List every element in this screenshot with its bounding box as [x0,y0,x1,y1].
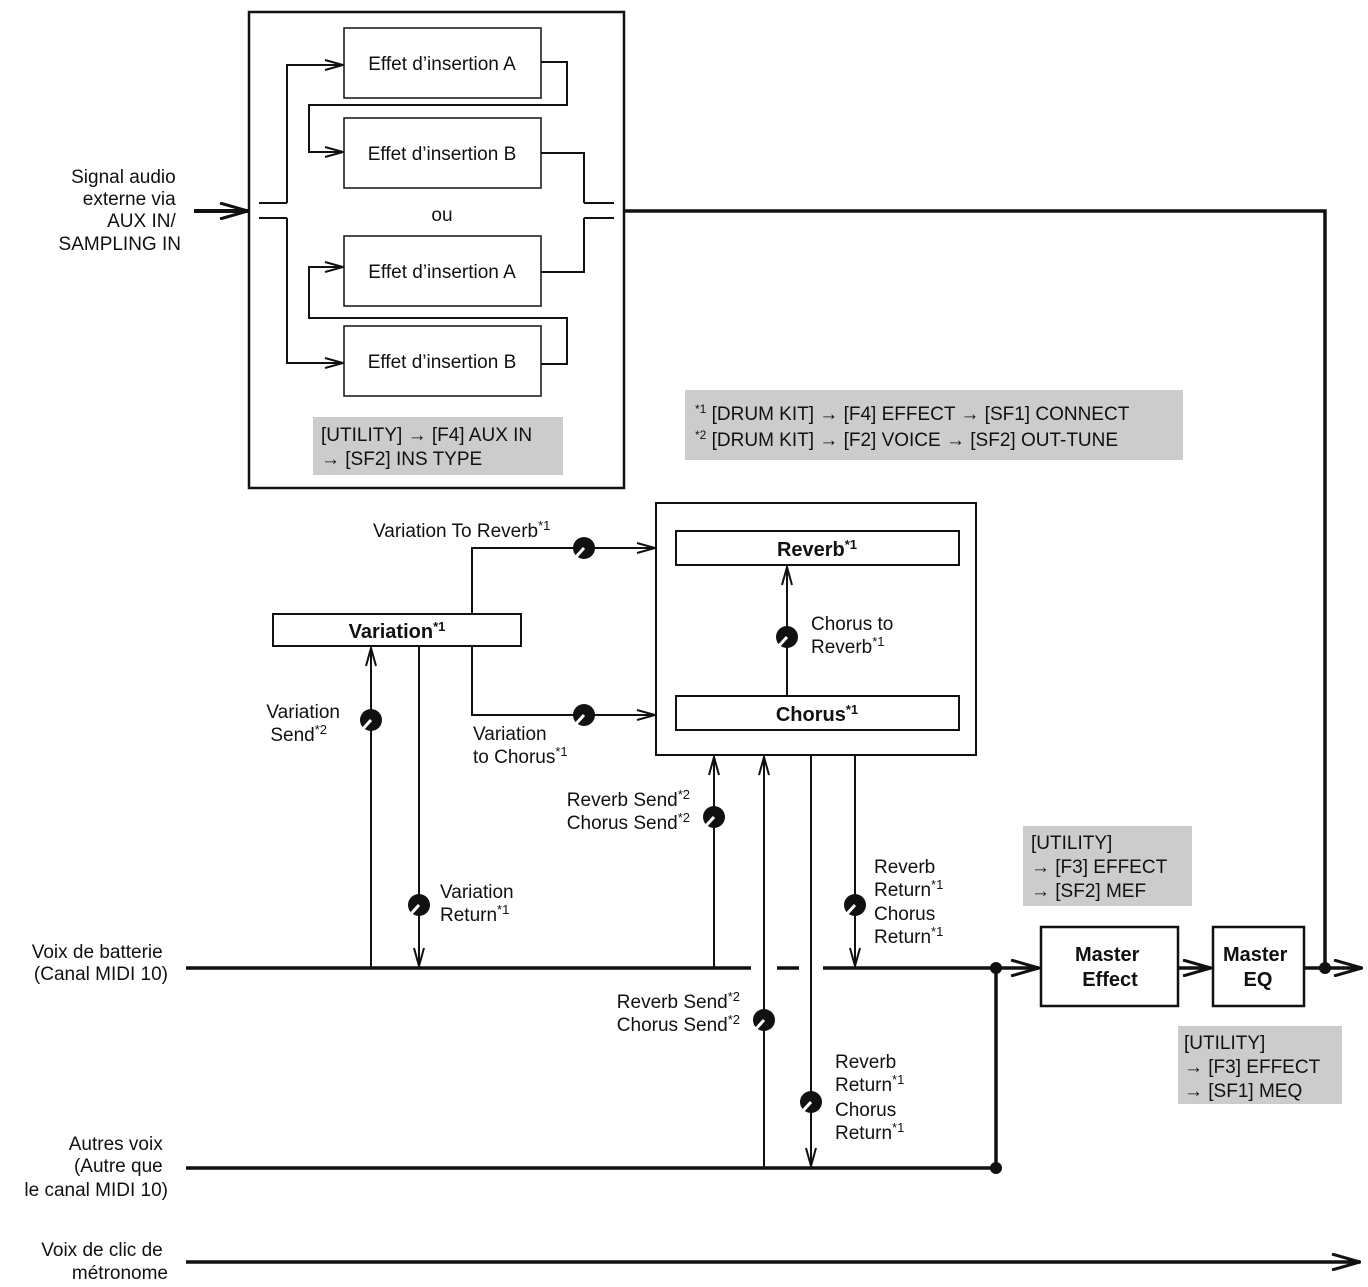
svg-text:Effet d’insertion A: Effet d’insertion A [368,262,516,283]
aux-output-line [624,209,1327,968]
master-effect-box: Master Effect [1039,925,1180,1008]
aux-input-label: Signal audio externe via AUX IN/ SAMPLIN… [59,167,181,255]
drum-return-label-4: Return*1 [874,924,943,948]
variation-to-chorus-line [471,646,655,715]
knob-drum-send[interactable] [702,806,725,830]
chorus-to-reverb-label-2: Reverb*1 [811,634,885,658]
svg-text:*1 [DRUM KIT] → [F4] EFFECT →: *1 [DRUM KIT] → [F4] EFFECT → [SF1] CONN… [695,402,1130,425]
svg-text:[UTILITY] → [F4] AUX IN: [UTILITY] → [F4] AUX IN → [SF2] INS TYPE [321,425,537,470]
variation-to-chorus-label: Variation [473,724,547,745]
drum-chorus-send-label: Chorus Send*2 [567,810,690,834]
insertion-effect-a-box-1: Effet d’insertion A [343,27,542,99]
variation-send-label-2: Send*2 [270,722,327,746]
other-chorus-send-label: Chorus Send*2 [617,1012,740,1036]
knob-chorus-to-reverb[interactable] [775,626,798,650]
svg-text:Master Effect: Master Effect [1075,944,1145,991]
metronome-click-label: Voix de clic de métronome [41,1240,168,1284]
junction-dot-output [1319,962,1331,974]
knob-variation-return[interactable] [407,894,430,918]
master-effect-note: [UTILITY] → [F3] EFFECT → [SF2] MEF [1023,826,1192,906]
knob-variation-to-chorus[interactable] [572,704,595,728]
svg-text:[UTILITY] → [F3] EFFECT: [UTILITY] → [F3] EFFECT → [SF2] MEF [1031,833,1172,902]
svg-text:Effet d’insertion B: Effet d’insertion B [368,144,517,165]
svg-text:[UTILITY] → [F3] EFFECT: [UTILITY] → [F3] EFFECT → [SF1] MEQ [1184,1033,1325,1102]
or-label: ou [431,205,452,226]
junction-dot-other [990,1162,1002,1174]
wire-to-ins-a-top [286,65,343,203]
drum-voice-label: Voix de batterie (Canal MIDI 10) [32,942,168,985]
other-return-label-3: Chorus [835,1100,896,1121]
insertion-effect-a-box-2: Effet d’insertion A [343,235,542,307]
insertion-effect-frame [247,10,626,490]
wire-to-ins-b-bottom [286,218,343,363]
master-eq-box: Master EQ [1211,925,1306,1008]
other-return-label-4: Return*1 [835,1120,904,1144]
chorus-box: Chorus*1 [675,695,960,731]
svg-text:Reverb*1: Reverb*1 [777,537,857,561]
svg-text:Effet d’insertion A: Effet d’insertion A [368,54,516,75]
insertion-effect-b-box-2: Effet d’insertion B [343,325,542,397]
knob-variation-send[interactable] [359,709,382,733]
wire-ins-a-to-b [308,61,568,152]
reverb-chorus-frame [655,502,977,756]
drum-return-label: Reverb [874,857,935,878]
chorus-to-reverb-label: Chorus to [811,614,893,635]
knob-drum-return[interactable] [843,894,866,918]
variation-return-label-2: Return*1 [440,902,509,926]
variation-send-label: Variation [266,702,340,723]
drum-return-label-3: Chorus [874,904,935,925]
svg-text:Master EQ: Master EQ [1223,944,1293,991]
wire-ins-b-out [541,152,585,203]
variation-to-reverb-line [471,548,655,614]
insertion-type-note: [UTILITY] → [F4] AUX IN → [SF2] INS TYPE [313,417,563,475]
footnotes-note: *1 [DRUM KIT] → [F4] EFFECT → [SF1] CONN… [685,390,1183,460]
knob-other-return[interactable] [799,1091,822,1115]
other-reverb-send-label: Reverb Send*2 [617,989,740,1013]
other-voices-label: Autres voix (Autre que le canal MIDI 10) [24,1134,168,1201]
wire-ins-b-to-a [308,267,568,365]
drum-return-label-2: Return*1 [874,877,943,901]
svg-text:Chorus*1: Chorus*1 [776,702,858,726]
drum-reverb-send-label: Reverb Send*2 [567,787,690,811]
variation-to-reverb-label: Variation To Reverb*1 [373,518,550,542]
variation-box: Variation*1 [272,613,522,647]
svg-text:*2 [DRUM KIT] → [F2] VOICE → [: *2 [DRUM KIT] → [F2] VOICE → [SF2] OUT-T… [695,428,1118,451]
variation-return-label: Variation [440,882,514,903]
other-return-label: Reverb [835,1052,896,1073]
master-eq-note: [UTILITY] → [F3] EFFECT → [SF1] MEQ [1178,1026,1342,1104]
wire-ins-a-out [541,218,585,273]
other-return-label-2: Return*1 [835,1072,904,1096]
knob-variation-to-reverb[interactable] [572,537,595,561]
variation-to-chorus-label-2: to Chorus*1 [473,744,568,768]
reverb-box: Reverb*1 [675,530,960,566]
svg-text:Variation*1: Variation*1 [349,619,446,643]
insertion-effect-b-box-1: Effet d’insertion B [343,117,542,189]
knob-other-send[interactable] [752,1009,775,1033]
svg-text:Effet d’insertion B: Effet d’insertion B [368,352,517,373]
